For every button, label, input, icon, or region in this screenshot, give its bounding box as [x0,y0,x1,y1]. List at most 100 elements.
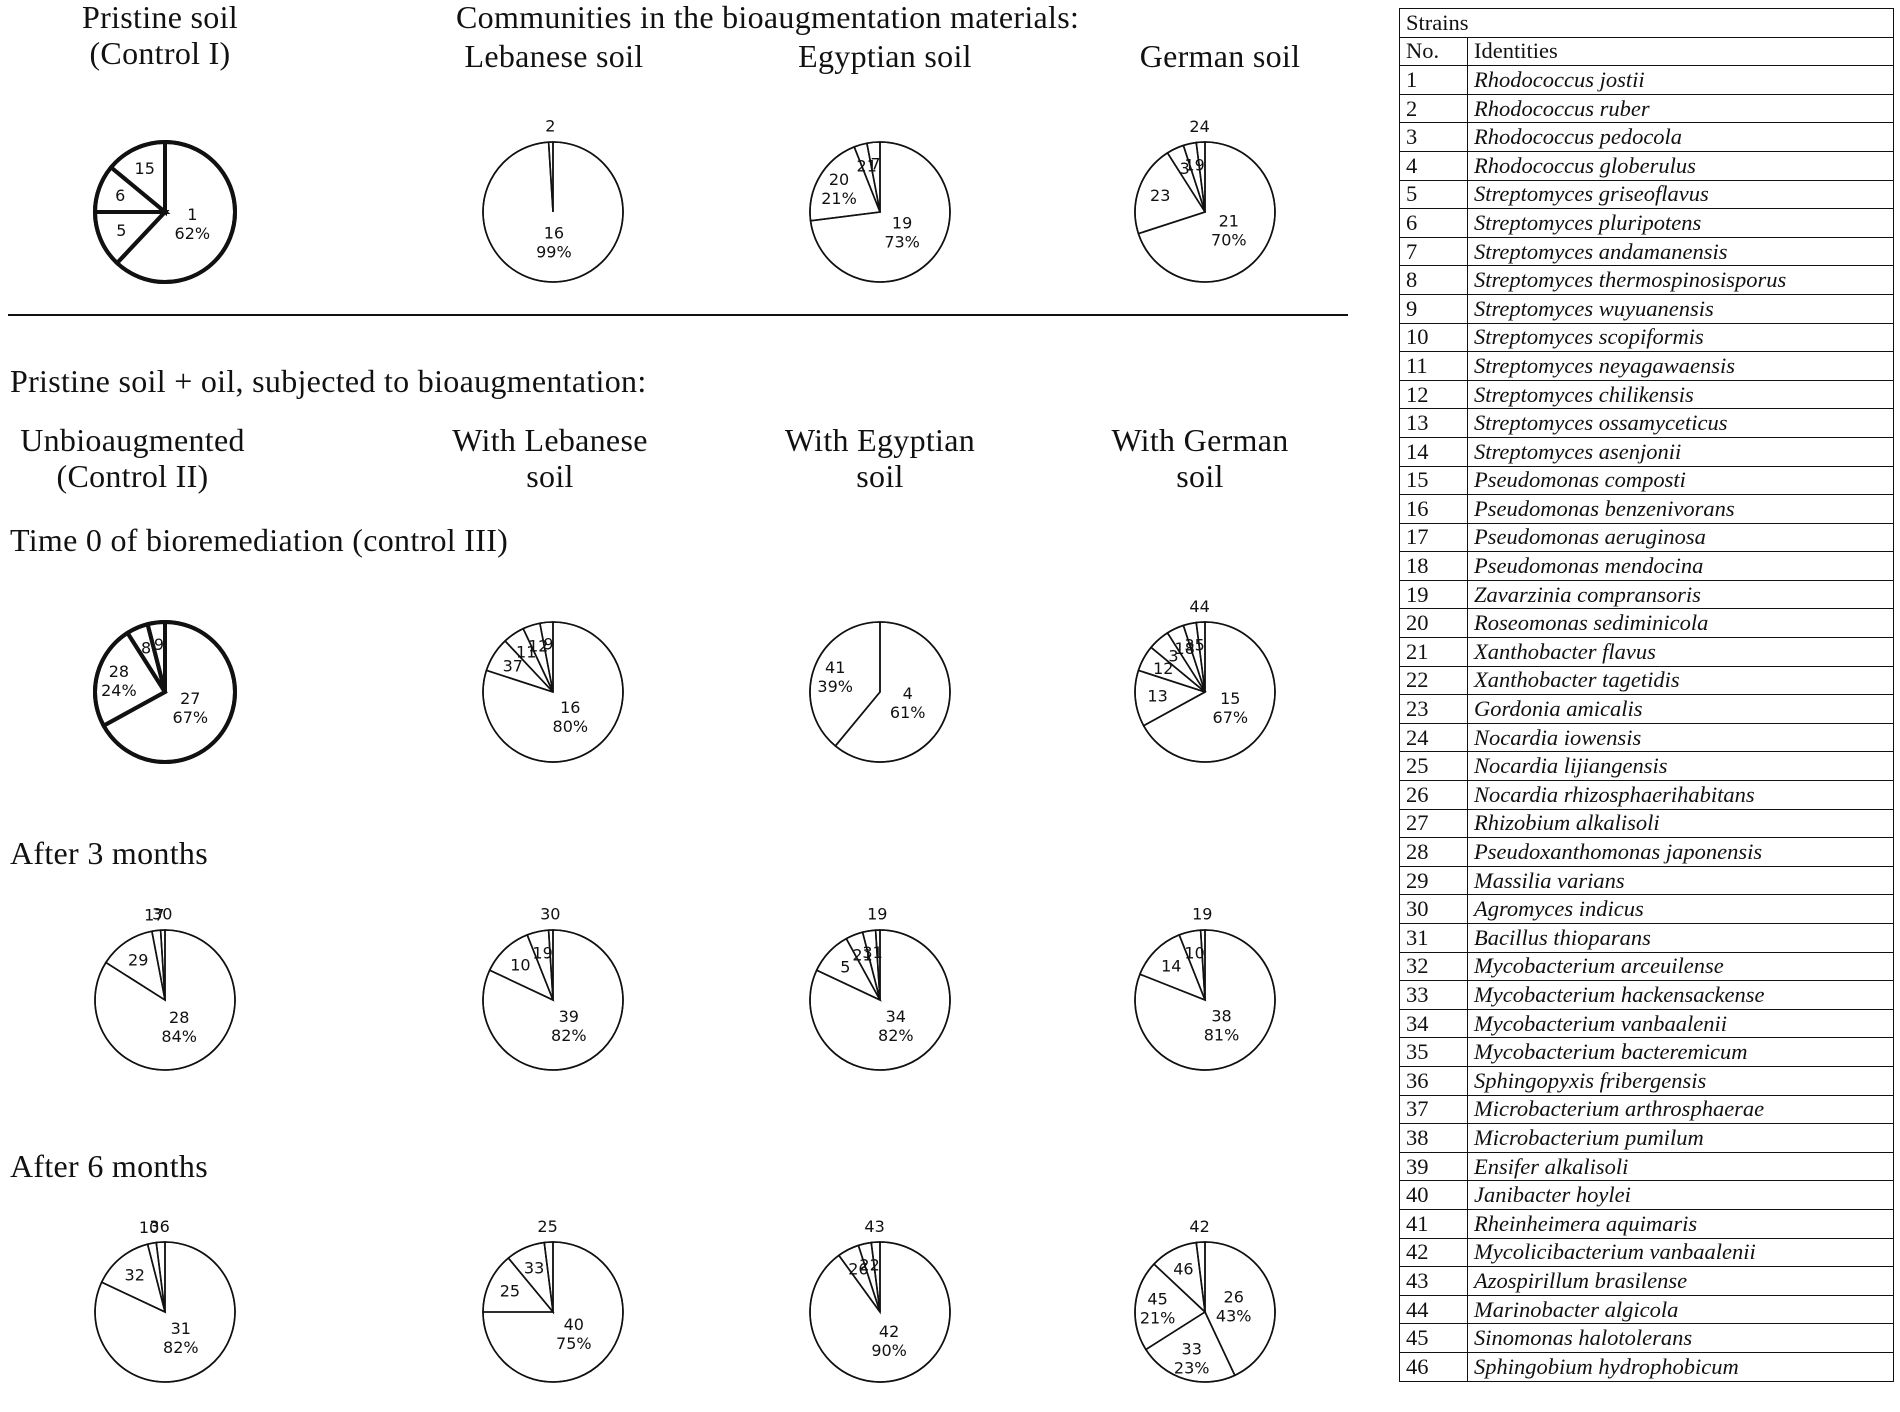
slice-percent: 82% [551,1026,587,1045]
slice-label: 8 [141,638,151,657]
strain-number: 46 [1399,1351,1468,1382]
strain-number: 17 [1399,522,1468,553]
slice-label: 2 [545,117,555,136]
slice-label: 14 [1161,956,1181,975]
col-title-line1: With Lebanese [452,422,648,458]
strain-identity: Mycobacterium bacteremicum [1467,1037,1894,1067]
slice-label: 36 [149,1217,169,1236]
slice-label: 19 [1184,156,1204,175]
pie-slice [482,929,624,1071]
strain-number: 18 [1399,551,1468,581]
strain-number: 16 [1399,494,1468,524]
strain-identity: Xanthobacter tagetidis [1467,665,1894,696]
strain-number: 30 [1399,894,1468,924]
table-title-row: Strains [1399,8,1894,38]
slice-percent: 70% [1211,230,1247,249]
slice-percent: 24% [101,681,137,700]
strain-identity: Rheinheimera aquimaris [1467,1208,1894,1239]
row-label-6-months: After 6 months [10,1148,208,1184]
strain-number: 21 [1399,637,1468,667]
strain-identity: Rhodococcus globerulus [1467,150,1894,181]
strain-identity: Streptomyces ossamyceticus [1467,408,1894,438]
slice-label: 12 [1153,659,1173,678]
pie-slice [100,619,238,764]
strain-identity: Mycobacterium hackensackense [1467,980,1894,1010]
slice-label: 19 [892,213,912,232]
col-title-line2: (Control II) [56,457,209,494]
strain-number: 26 [1399,780,1468,810]
strain-number: 6 [1399,208,1468,238]
pie-slice [1204,1241,1276,1377]
slice-label: 13 [1147,687,1167,706]
strain-identity: Pseudomonas aeruginosa [1467,522,1894,553]
pie-slice [482,621,624,763]
pie-slice [1199,929,1206,1001]
strain-number: 20 [1399,608,1468,639]
col-title-line2: (Control I) [89,34,231,71]
strain-number: 28 [1399,837,1468,867]
slice-percent: 90% [871,1341,907,1360]
slice-percent: 80% [553,717,589,736]
strain-identity: Ensifer alkalisoli [1467,1151,1894,1182]
slice-label: 5 [116,221,126,240]
strain-number: 25 [1399,751,1468,782]
col-title-line1: Unbioaugmented [20,422,245,458]
slice-label: 39 [559,1007,579,1026]
strain-number: 19 [1399,579,1468,610]
slice-label: 43 [864,1217,884,1236]
pie-slice [155,1241,166,1313]
slice-label: 3 [1180,159,1190,178]
strain-number: 34 [1399,1008,1468,1039]
slice-percent: 21% [821,189,857,208]
slice-label: 26 [848,1260,868,1279]
pie-slice [809,145,882,222]
slice-label: 32 [125,1265,145,1284]
strain-identity: Rhodococcus ruber [1467,93,1894,124]
strain-number: 32 [1399,951,1468,982]
slice-label: 28 [109,662,129,681]
strain-number: 8 [1399,265,1468,295]
slice-percent: 61% [890,703,926,722]
strain-identity: Gordonia amicalis [1467,694,1894,724]
strain-identity: Sinomonas halotolerans [1467,1323,1894,1353]
slice-label: 30 [152,905,172,924]
col-title-with-egyptian: With Egyptian soil [760,422,1000,495]
strain-identity: Streptomyces griseoflavus [1467,179,1894,210]
strain-number: 2 [1399,93,1468,124]
strain-number: 5 [1399,179,1468,210]
slice-label: 42 [879,1322,899,1341]
strain-number: 31 [1399,923,1468,953]
strain-identity: Streptomyces chilikensis [1467,379,1894,410]
strain-number: 40 [1399,1180,1468,1210]
strain-identity: Pseudomonas mendocina [1467,551,1894,581]
col-title-control-i: Pristine soil (Control I) [55,0,265,72]
section-divider [8,314,1348,316]
col-header-no: No. [1399,36,1468,67]
pie-slice [870,1241,881,1313]
strain-identity: Pseudoxanthomonas japonensis [1467,837,1894,867]
pie-slice [874,929,881,1001]
